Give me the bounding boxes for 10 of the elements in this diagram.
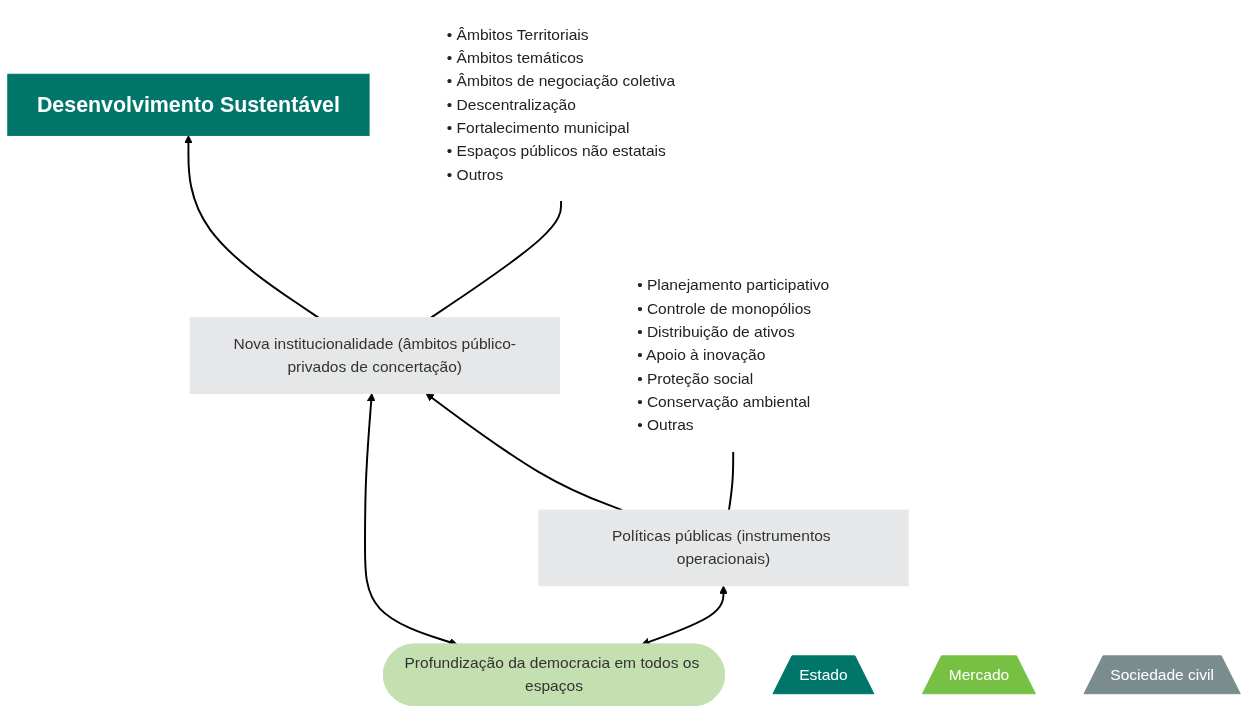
node-box: Desenvolvimento Sustentável — [7, 73, 370, 136]
arrow — [184, 135, 320, 319]
connector — [728, 450, 735, 512]
arrow — [641, 585, 728, 646]
node-box: Políticas públicas (instrumentos operacionais) — [538, 509, 909, 587]
node-text: • Planejamento participativo • Controle de monopólios • Distribuição de ativos • Apoio à inovação • Proteção social • Conservação ambiental • Outras — [637, 276, 830, 434]
node-text: • Âmbitos Territoriais • Âmbitos temáticos • Âmbitos de negociação coletiva • Descentralização • Fortalecimento municipal • Espaços públicos não estatais • Outros — [446, 26, 676, 183]
node-box: Nova institucionalidade (âmbitos público-privados de concertação) — [189, 317, 560, 394]
connector — [430, 200, 562, 319]
arrow — [425, 393, 624, 512]
